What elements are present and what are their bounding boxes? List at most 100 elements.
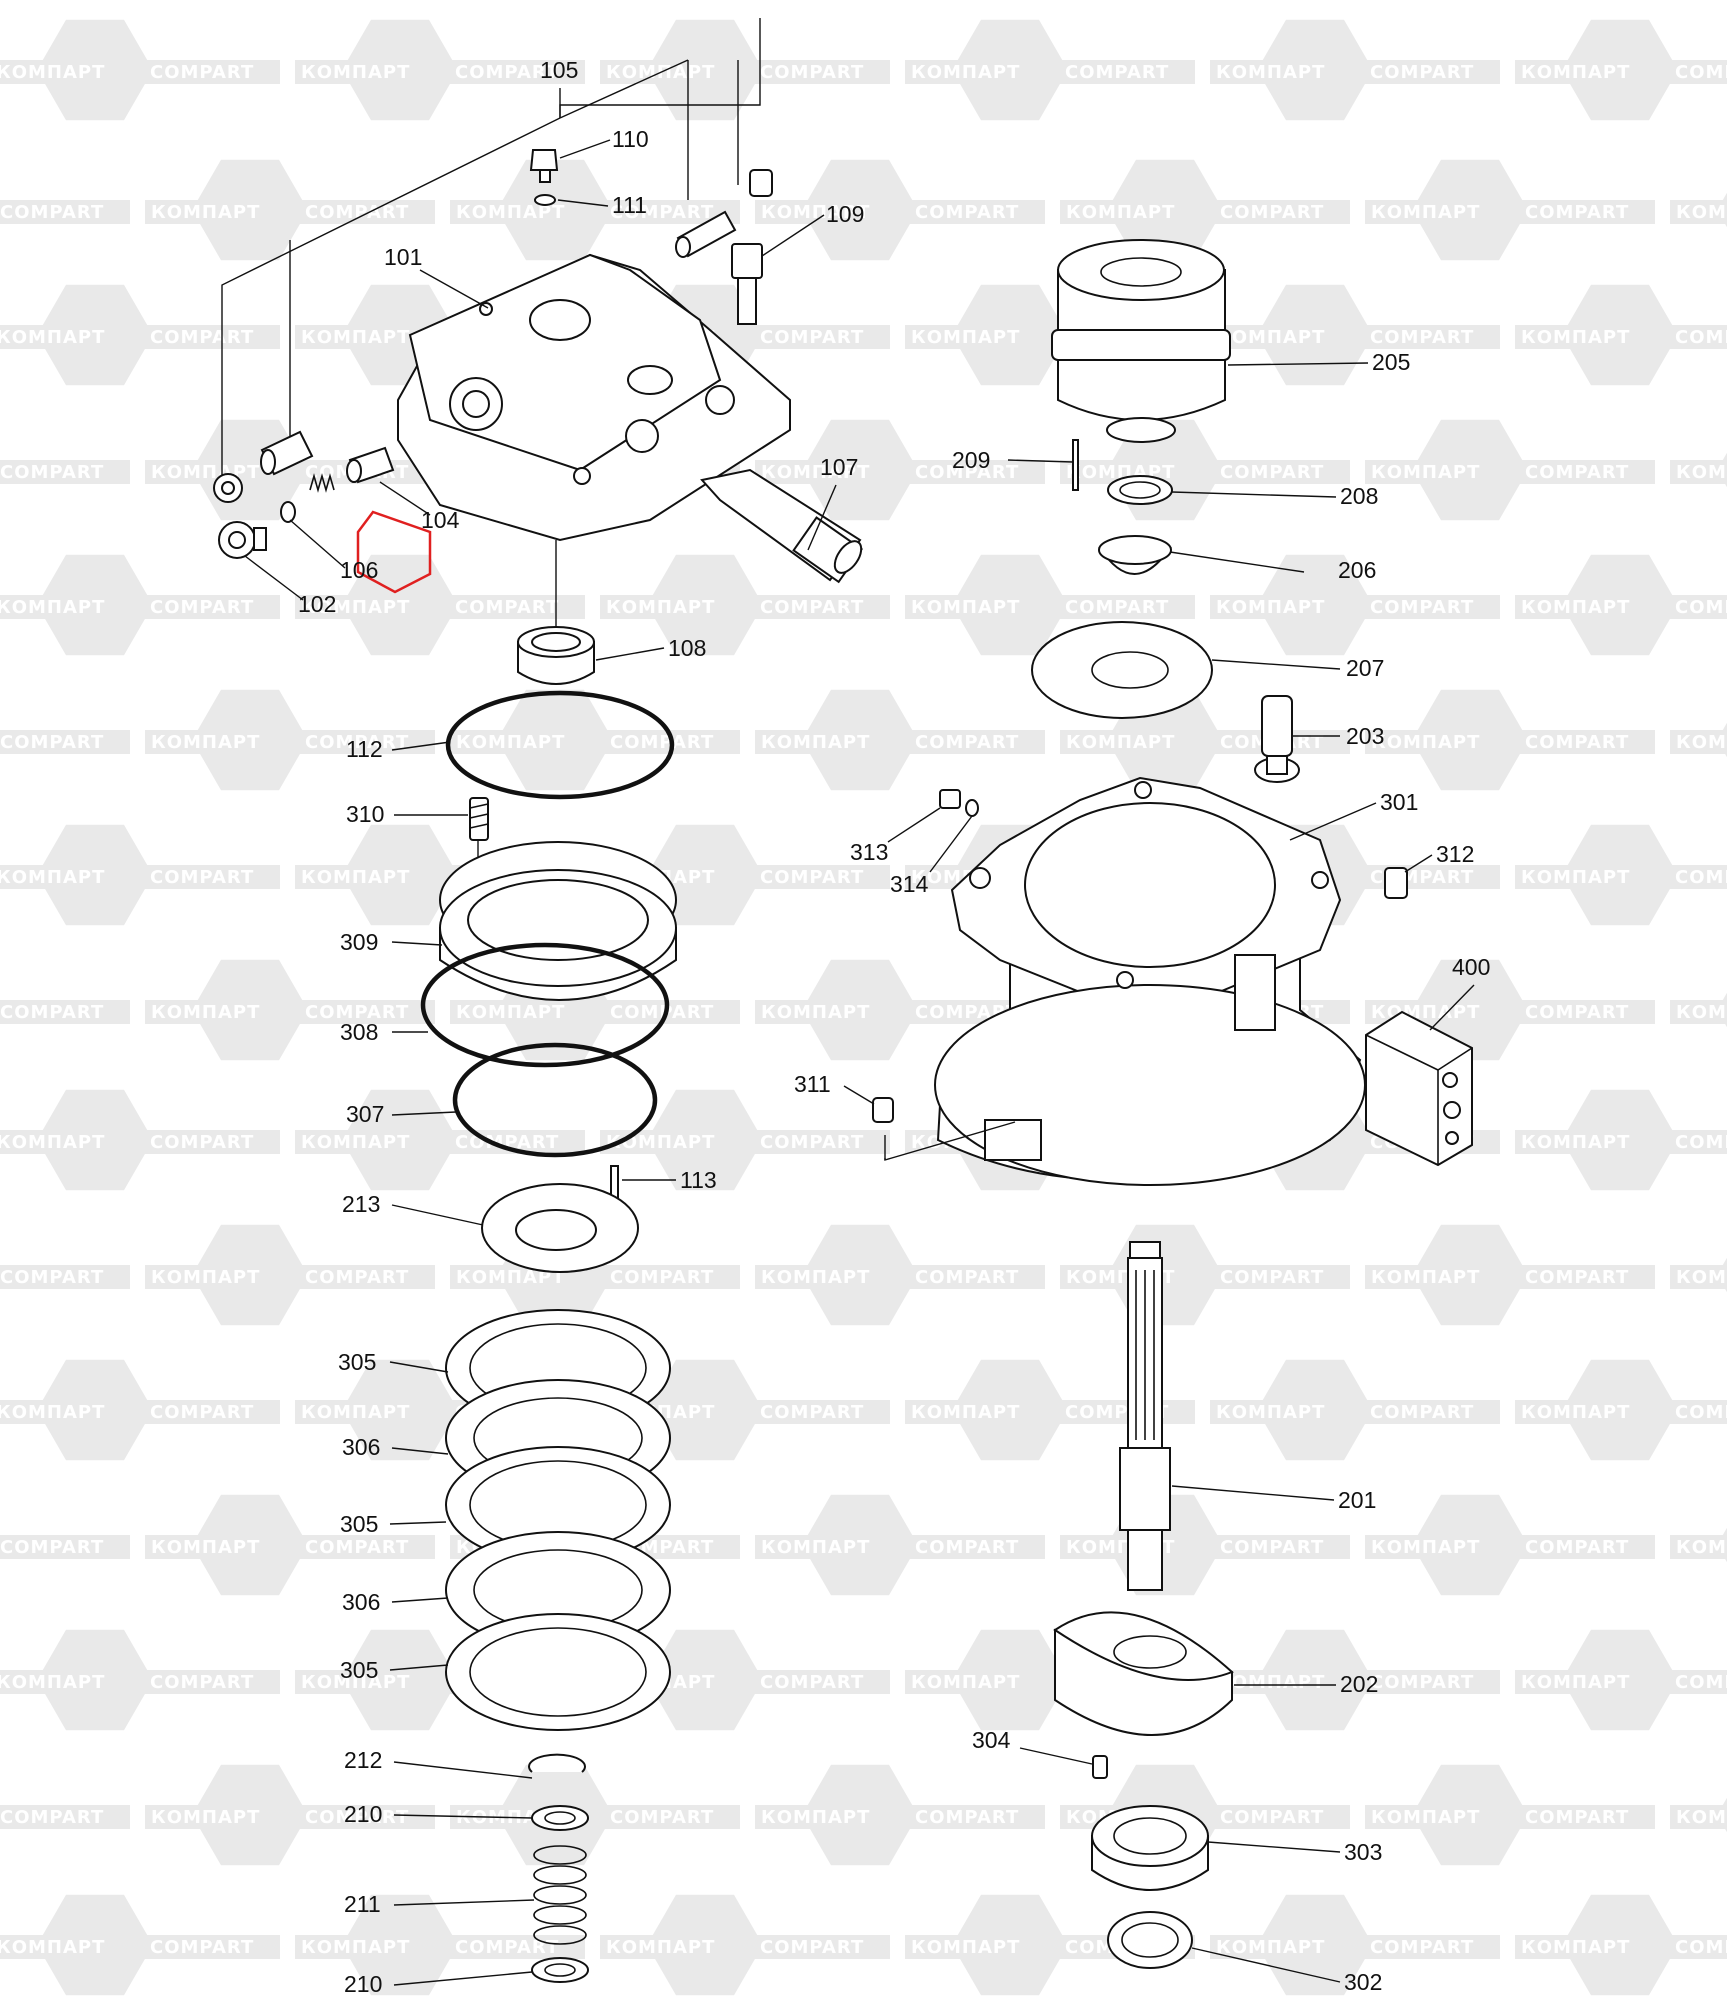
part-label-110: 110 <box>612 126 649 152</box>
watermark-text: КОМПАРТ <box>0 62 105 83</box>
watermark-band <box>1670 1000 1727 1024</box>
watermark-text: COMPART <box>1525 202 1629 223</box>
watermark-text: COMPART <box>760 867 864 888</box>
watermark-text: COMPART <box>915 1537 1019 1558</box>
part-207-retainer-plate <box>1031 621 1213 719</box>
part-label-209: 209 <box>952 447 990 473</box>
watermark-text: COMPART <box>760 1402 864 1423</box>
watermark-band <box>450 1265 740 1289</box>
watermark-text: КОМПАРТ <box>1066 732 1175 753</box>
watermark-text: КОМПАРТ <box>456 1002 565 1023</box>
watermark-text: COMPART <box>760 327 864 348</box>
leader-311 <box>843 1085 875 1105</box>
watermark-text: COMPART <box>915 732 1019 753</box>
watermark-text: COMPART <box>1525 732 1629 753</box>
watermark-text: COMPART <box>915 462 1019 483</box>
leader-108 <box>595 647 665 661</box>
watermark-text: КОМПАРТ <box>1371 462 1480 483</box>
leader-212 <box>393 1761 533 1779</box>
leader-307 <box>391 1111 457 1116</box>
watermark-text: КОМПАРТ <box>1371 1267 1480 1288</box>
part-label-302: 302 <box>1344 1969 1382 1995</box>
watermark-band <box>600 595 890 619</box>
part-label-313: 313 <box>850 839 888 865</box>
leader-305c <box>389 1664 449 1671</box>
watermark-band <box>1060 460 1350 484</box>
watermark-text: COMPART <box>1525 1002 1629 1023</box>
leader-112 <box>391 741 451 751</box>
watermark-text: КОМПАРТ <box>0 1672 105 1693</box>
watermark-text: COMPART <box>150 1672 254 1693</box>
watermark-text: КОМПАРТ <box>1216 1402 1325 1423</box>
leader-211 <box>393 1899 535 1906</box>
part-210-washer-top <box>531 1805 589 1831</box>
watermark-band <box>0 1400 280 1424</box>
watermark-text: КОМПАРТ <box>301 867 410 888</box>
watermark-text: COMPART <box>1370 1937 1474 1958</box>
leader-306a <box>391 1447 449 1455</box>
part-label-105: 105 <box>540 57 578 83</box>
leader-102 <box>244 555 304 601</box>
part-105-plug-top <box>749 169 773 197</box>
leader-400 <box>1429 984 1475 1031</box>
leader-302 <box>1191 1947 1341 1983</box>
watermark-text: COMPART <box>760 1672 864 1693</box>
watermark-text: КОМПАРТ <box>761 202 870 223</box>
watermark-band <box>295 1130 585 1154</box>
watermark-band <box>1515 1935 1727 1959</box>
watermark-band <box>0 1265 130 1289</box>
watermark-text: КОМПАРТ <box>1521 1402 1630 1423</box>
watermark-text: COMPART <box>150 1132 254 1153</box>
part-101-valve-block <box>397 253 791 542</box>
leader-107 <box>807 484 837 551</box>
part-label-303: 303 <box>1344 1839 1382 1865</box>
watermark-band <box>145 1000 435 1024</box>
watermark-text: COMPART <box>150 327 254 348</box>
watermark-text: КОМПАРТ <box>151 462 260 483</box>
part-label-305a: 305 <box>338 1349 376 1375</box>
leader-306b <box>391 1597 449 1603</box>
watermark-text: КОМПАРТ <box>606 1132 715 1153</box>
watermark-text: COMPART <box>150 867 254 888</box>
watermark-band <box>1670 460 1727 484</box>
watermark-band <box>0 1130 280 1154</box>
part-label-104: 104 <box>421 507 460 533</box>
watermark-text: COMPART <box>455 597 559 618</box>
watermark-text: КОМПАРТ <box>761 462 870 483</box>
leader-312 <box>1404 854 1433 873</box>
part-302-ring <box>1107 1911 1193 1969</box>
watermark-band <box>905 60 1195 84</box>
part-212-snap-ring <box>528 1753 586 1773</box>
part-label-305b: 305 <box>340 1511 378 1537</box>
watermark-band <box>1515 1130 1727 1154</box>
part-203-piston <box>1254 695 1300 783</box>
part-106-oring <box>280 501 296 523</box>
watermark-text: КОМПАРТ <box>1676 1537 1727 1558</box>
parts-drawing <box>213 18 1473 1983</box>
part-400-valve-block <box>1365 1010 1473 1167</box>
watermark-band <box>145 1805 435 1829</box>
watermark-text: КОМПАРТ <box>911 1672 1020 1693</box>
watermark-text: COMPART <box>455 62 559 83</box>
part-109-bolt <box>731 243 763 325</box>
part-304-pin <box>1092 1755 1108 1779</box>
part-label-400: 400 <box>1452 954 1490 980</box>
watermark-text: COMPART <box>1220 462 1324 483</box>
part-label-306a: 306 <box>342 1434 380 1460</box>
watermark-band <box>600 60 890 84</box>
watermark-text: COMPART <box>610 202 714 223</box>
part-label-113: 113 <box>680 1167 717 1193</box>
leader-206 <box>1169 551 1305 573</box>
watermark-text: COMPART <box>1065 62 1169 83</box>
leader-210b <box>393 1971 533 1986</box>
part-209-pin <box>1072 439 1079 491</box>
watermark-text: КОМПАРТ <box>1371 1537 1480 1558</box>
leader-309 <box>391 941 443 946</box>
watermark-text: КОМПАРТ <box>761 1267 870 1288</box>
watermark-text: COMPART <box>1220 1267 1324 1288</box>
watermark-text: COMPART <box>150 1937 254 1958</box>
watermark-text: КОМПАРТ <box>0 597 105 618</box>
watermark-text: COMPART <box>1525 462 1629 483</box>
leader-213 <box>391 1204 484 1226</box>
watermark-text: КОМПАРТ <box>1216 327 1325 348</box>
